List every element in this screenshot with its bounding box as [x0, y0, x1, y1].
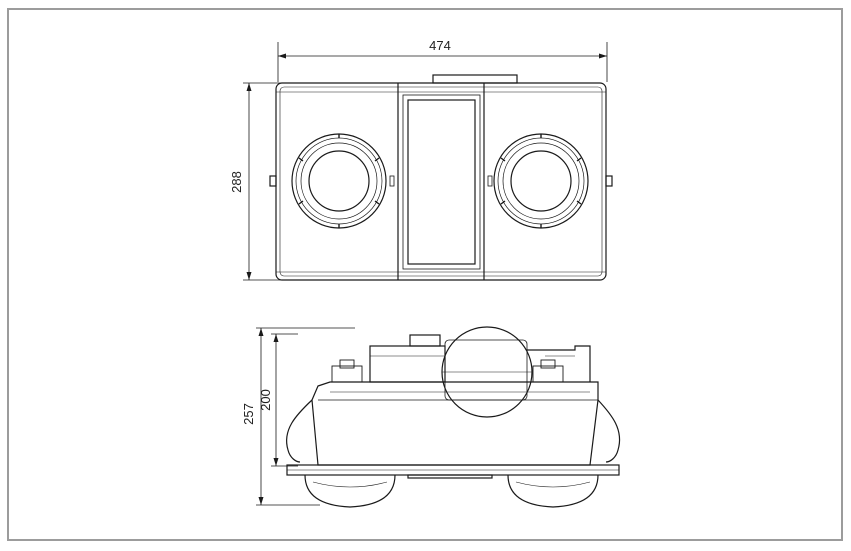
top-view	[243, 42, 613, 281]
width-dimension-label: 474	[429, 38, 451, 53]
overall-height-dimension-label: 257	[241, 403, 256, 425]
drawing-frame	[7, 8, 843, 541]
body-height-dimension-label: 200	[258, 389, 273, 411]
height-dimension-label: 288	[229, 171, 244, 193]
side-view	[256, 326, 621, 508]
